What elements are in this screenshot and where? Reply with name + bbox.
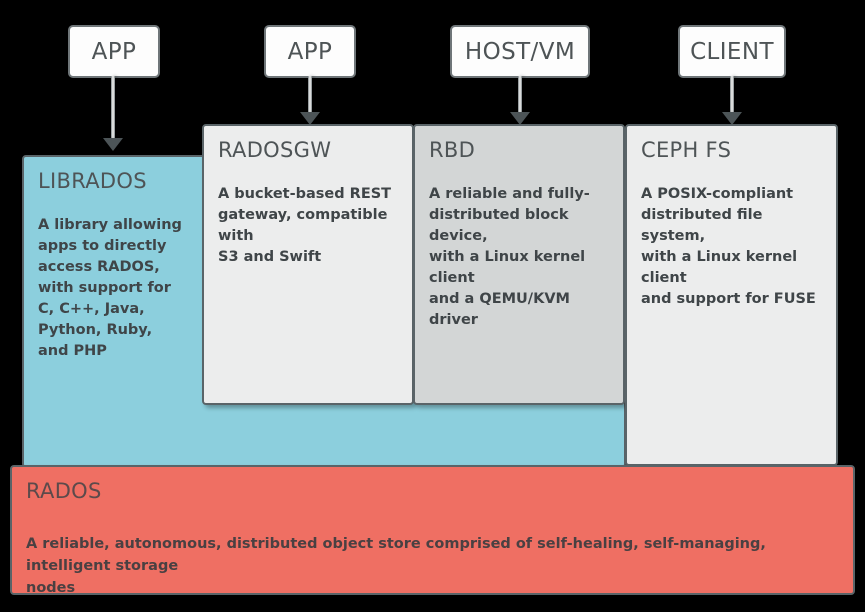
- connector-line: [518, 76, 522, 118]
- service-title: RADOSGW: [218, 138, 332, 162]
- connector-line: [308, 76, 312, 118]
- client-box-label: APP: [91, 38, 137, 65]
- connector-arrowhead: [510, 112, 530, 125]
- connector-arrowhead: [103, 138, 123, 151]
- service-title: RBD: [429, 138, 476, 162]
- connector-line: [730, 76, 734, 118]
- service-description: A POSIX-compliant distributed file syste…: [641, 186, 816, 307]
- client-box-app-2[interactable]: APP: [264, 25, 356, 78]
- service-description: A library allowing apps to directly acce…: [38, 217, 182, 359]
- connector-arrowhead: [300, 112, 320, 125]
- client-box-host-vm[interactable]: HOST/VM: [450, 25, 590, 78]
- service-title: CEPH FS: [641, 138, 732, 162]
- connector-line: [111, 76, 115, 144]
- client-box-label: HOST/VM: [464, 38, 576, 65]
- client-box-app-1[interactable]: APP: [68, 25, 160, 78]
- service-box-radosgw[interactable]: RADOSGW A bucket-based REST gateway, com…: [202, 124, 414, 405]
- connector-arrowhead: [722, 112, 742, 125]
- service-box-cephfs[interactable]: CEPH FS A POSIX-compliant distributed fi…: [625, 124, 838, 466]
- foundation-description: A reliable, autonomous, distributed obje…: [26, 536, 766, 596]
- client-box-label: CLIENT: [690, 38, 774, 65]
- service-description: A reliable and fully- distributed block …: [429, 186, 590, 328]
- client-box-label: APP: [287, 38, 333, 65]
- service-title: LIBRADOS: [38, 169, 147, 193]
- service-description: A bucket-based REST gateway, compatible …: [218, 186, 392, 265]
- service-box-rbd[interactable]: RBD A reliable and fully- distributed bl…: [413, 124, 625, 405]
- foundation-box-rados[interactable]: RADOS A reliable, autonomous, distribute…: [10, 465, 855, 596]
- client-box-client[interactable]: CLIENT: [678, 25, 786, 78]
- foundation-title: RADOS: [26, 479, 102, 503]
